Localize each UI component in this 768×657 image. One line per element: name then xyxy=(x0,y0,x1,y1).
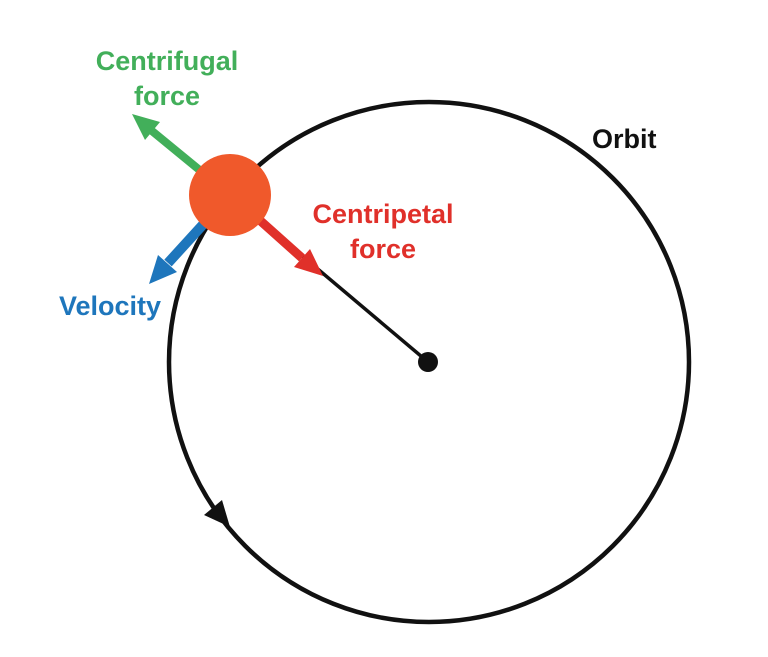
label-centripetal-force-line1: Centripetal xyxy=(312,199,454,229)
orbiting-body xyxy=(189,154,271,236)
centripetal-force-arrow xyxy=(252,212,323,276)
label-centripetal-force-line2: force xyxy=(349,234,417,264)
orbit-circle xyxy=(166,99,692,625)
orbit-center-point xyxy=(418,352,438,372)
label-centripetal-force: Centripetal force xyxy=(263,197,503,267)
label-centrifugal-force-line1: Centrifugal xyxy=(95,46,239,76)
label-centrifugal-force-line2: force xyxy=(133,81,201,111)
centripetal-arrow-shaft xyxy=(252,212,305,262)
orbit-direction-arrowhead xyxy=(204,500,230,527)
label-centrifugal-force: Centrifugal force xyxy=(47,44,287,114)
centrifugal-arrow-head xyxy=(132,114,160,140)
velocity-arrow-head xyxy=(149,255,177,284)
centripetal-arrow-head xyxy=(294,249,323,276)
label-orbit: Orbit xyxy=(592,124,657,154)
label-velocity: Velocity xyxy=(59,291,162,321)
